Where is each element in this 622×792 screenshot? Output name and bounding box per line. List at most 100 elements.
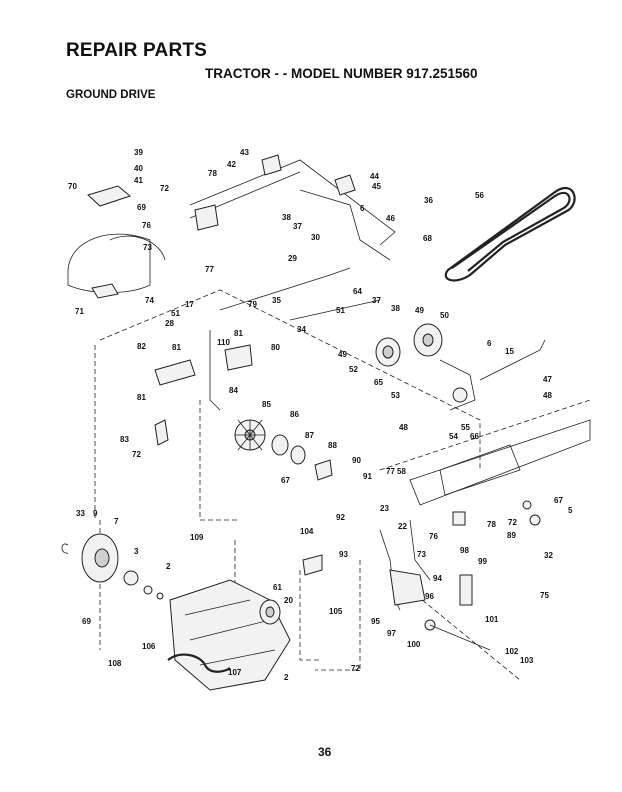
callout-label: 85 [262, 400, 271, 409]
callout-label: 45 [372, 182, 381, 191]
callout-label: 67 [554, 496, 563, 505]
callout-label: 77 [386, 467, 395, 476]
callout-label: 76 [429, 532, 438, 541]
callout-label: 75 [540, 591, 549, 600]
callout-label: 84 [229, 386, 238, 395]
callout-label: 82 [137, 342, 146, 351]
callout-label: 20 [284, 596, 293, 605]
callout-label: 28 [165, 319, 174, 328]
callout-label: 104 [300, 527, 314, 536]
hose [167, 653, 231, 673]
callout-label: 48 [543, 391, 552, 400]
callout-label: 65 [374, 378, 383, 387]
callout-label: 42 [227, 160, 236, 169]
callout-label: 67 [281, 476, 290, 485]
callout-label: 5 [568, 506, 573, 515]
callout-label: 89 [507, 531, 516, 540]
callout-label: 81 [234, 329, 243, 338]
callout-label: 69 [137, 203, 146, 212]
callout-label: 61 [273, 583, 282, 592]
callout-label: 107 [228, 668, 242, 677]
callout-label: 110 [217, 338, 230, 347]
callout-label: 101 [485, 615, 499, 624]
brake-linkage [302, 500, 541, 651]
callout-label: 69 [82, 617, 91, 626]
callout-label: 77 [205, 265, 214, 274]
callout-label: 74 [145, 296, 154, 305]
callout-label: 97 [387, 629, 396, 638]
callout-label: 105 [329, 607, 343, 616]
callout-label: 30 [311, 233, 320, 242]
callout-label: 72 [132, 450, 141, 459]
callout-label: 92 [336, 513, 345, 522]
callout-label: 73 [143, 243, 152, 252]
callout-label: 6 [360, 204, 365, 213]
callout-label: 71 [75, 307, 84, 316]
callout-label: 15 [505, 347, 514, 356]
callout-label: 36 [424, 196, 433, 205]
callout-label: 86 [290, 410, 299, 419]
callout-label: 49 [415, 306, 424, 315]
callout-label: 72 [160, 184, 169, 193]
callout-label: 3 [134, 547, 139, 556]
callout-label: 98 [460, 546, 469, 555]
callout-label: 109 [190, 533, 204, 542]
callout-label: 70 [68, 182, 77, 191]
callout-label: 83 [120, 435, 129, 444]
callout-label: 51 [336, 306, 345, 315]
callout-label: 76 [142, 221, 151, 230]
pulley-assembly [375, 323, 476, 411]
callout-label: 78 [208, 169, 217, 178]
callout-label: 50 [440, 311, 449, 320]
callout-label: 41 [134, 176, 143, 185]
callout-label: 81 [172, 343, 181, 352]
callout-label: 79 [248, 300, 257, 309]
section-heading: GROUND DRIVE [66, 89, 156, 101]
callout-label: 9 [93, 509, 98, 518]
callout-label: 39 [134, 148, 143, 157]
callout-label: 33 [76, 509, 85, 518]
callout-label: 46 [386, 214, 395, 223]
callout-label: 6 [487, 339, 492, 348]
callout-label: 100 [407, 640, 421, 649]
callout-label: 2 [284, 673, 289, 682]
callout-label: 87 [305, 431, 314, 440]
callout-label: 49 [338, 350, 347, 359]
callout-label: 58 [397, 467, 406, 476]
callout-label: 108 [108, 659, 122, 668]
callout-label: 81 [137, 393, 146, 402]
callout-label: 66 [470, 432, 479, 441]
callout-label: 78 [487, 520, 496, 529]
callout-label: 54 [449, 432, 458, 441]
callout-label: 37 [293, 222, 302, 231]
callout-label: 88 [328, 441, 337, 450]
page-number: 36 [318, 745, 332, 759]
callout-label: 43 [240, 148, 249, 157]
callout-label: 99 [478, 557, 487, 566]
callout-label: 106 [142, 642, 156, 651]
axle-hub [61, 533, 164, 600]
model-subtitle: TRACTOR - - MODEL NUMBER 917.251560 [205, 66, 478, 81]
callout-label: 102 [505, 647, 519, 656]
callout-label: 44 [370, 172, 379, 181]
callout-label: 56 [475, 191, 484, 200]
callout-label: 37 [372, 296, 381, 305]
callout-label: 52 [349, 365, 358, 374]
callout-label: 23 [380, 504, 389, 513]
callout-label: 38 [391, 304, 400, 313]
callout-label: 48 [399, 423, 408, 432]
callout-label: 40 [134, 164, 143, 173]
page-title: REPAIR PARTS [66, 40, 208, 61]
linkage-rods [219, 189, 546, 381]
shift-lever-bracket [154, 154, 356, 446]
callout-label: 55 [461, 423, 470, 432]
callout-label: 96 [425, 592, 434, 601]
callout-label: 32 [544, 551, 553, 560]
callout-label: 35 [272, 296, 281, 305]
callout-label: 47 [543, 375, 552, 384]
callout-label: 53 [391, 391, 400, 400]
callout-label: 2 [166, 562, 171, 571]
callout-label: 91 [363, 472, 372, 481]
callout-label: 95 [371, 617, 380, 626]
fender-body [67, 185, 166, 299]
